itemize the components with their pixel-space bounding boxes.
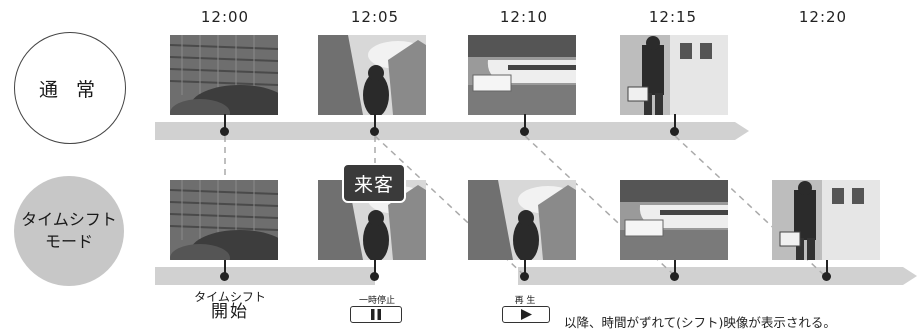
timeshift-dot-1220 (822, 272, 831, 281)
play-icon (521, 309, 532, 320)
play-caption: 再 生 (514, 296, 536, 306)
frame-timeshift-1210-skyscraper (468, 180, 576, 260)
frame-normal-1215-man-with-case (620, 35, 728, 115)
normal-mode-circle: 通 常 (14, 32, 126, 144)
timeshift-dot-1205 (370, 272, 379, 281)
timeshift-timeline-arrowhead (903, 267, 917, 285)
timeshift-tick-1220 (826, 260, 828, 276)
time-label-1200: 12:00 (200, 8, 250, 26)
timeshift-mode-label-line1: タイムシフト (21, 210, 117, 229)
timeshift-timeline-bar-after (518, 267, 903, 285)
frame-normal-1205-skyscraper (318, 35, 426, 115)
timeshift-tick-1210 (524, 260, 526, 276)
normal-dot-1210 (520, 127, 529, 136)
pause-icon (371, 309, 381, 320)
timeshift-start-label: タイムシフト 開始 (170, 290, 290, 322)
normal-dot-1200 (220, 127, 229, 136)
pause-button[interactable] (350, 306, 402, 323)
normal-mode-label: 通 常 (38, 78, 102, 101)
frame-timeshift-1220-man-with-case (772, 180, 880, 260)
timeshift-start-small: タイムシフト (194, 290, 266, 304)
timeshift-mode-label-line2: モード (44, 232, 93, 251)
play-button[interactable] (502, 306, 550, 323)
frame-normal-1200-building (170, 35, 278, 115)
timeshift-tick-1205 (374, 260, 376, 276)
normal-tick-1205 (374, 114, 376, 130)
normal-timeline-bar (155, 122, 735, 140)
timeshift-dot-1215 (670, 272, 679, 281)
timeshift-start-big: 開始 (211, 302, 249, 322)
normal-tick-1215 (674, 114, 676, 130)
timeshift-dot-1210 (520, 272, 529, 281)
frame-timeshift-1200-building (170, 180, 278, 260)
normal-dot-1205 (370, 127, 379, 136)
timeshift-dot-1200 (220, 272, 229, 281)
time-label-1210: 12:10 (499, 8, 549, 26)
timeshift-note: 以降、時間がずれて(シフト)映像が表示される。 (564, 315, 836, 330)
time-label-1205: 12:05 (350, 8, 400, 26)
normal-timeline-arrowhead (735, 122, 749, 140)
pause-caption: 一時停止 (358, 296, 395, 306)
visitor-badge: 来客 (342, 163, 406, 203)
timeshift-tick-1215 (674, 260, 676, 276)
timeshift-tick-1200 (224, 260, 226, 276)
time-label-1220: 12:20 (798, 8, 848, 26)
timeshift-timeline-bar-before (155, 267, 375, 285)
normal-tick-1200 (224, 114, 226, 130)
frame-timeshift-1215-bullet-train (620, 180, 728, 260)
time-label-1215: 12:15 (648, 8, 698, 26)
normal-tick-1210 (524, 114, 526, 130)
normal-dot-1215 (670, 127, 679, 136)
timeshift-mode-circle: タイムシフト モード (14, 176, 124, 286)
frame-normal-1210-bullet-train (468, 35, 576, 115)
